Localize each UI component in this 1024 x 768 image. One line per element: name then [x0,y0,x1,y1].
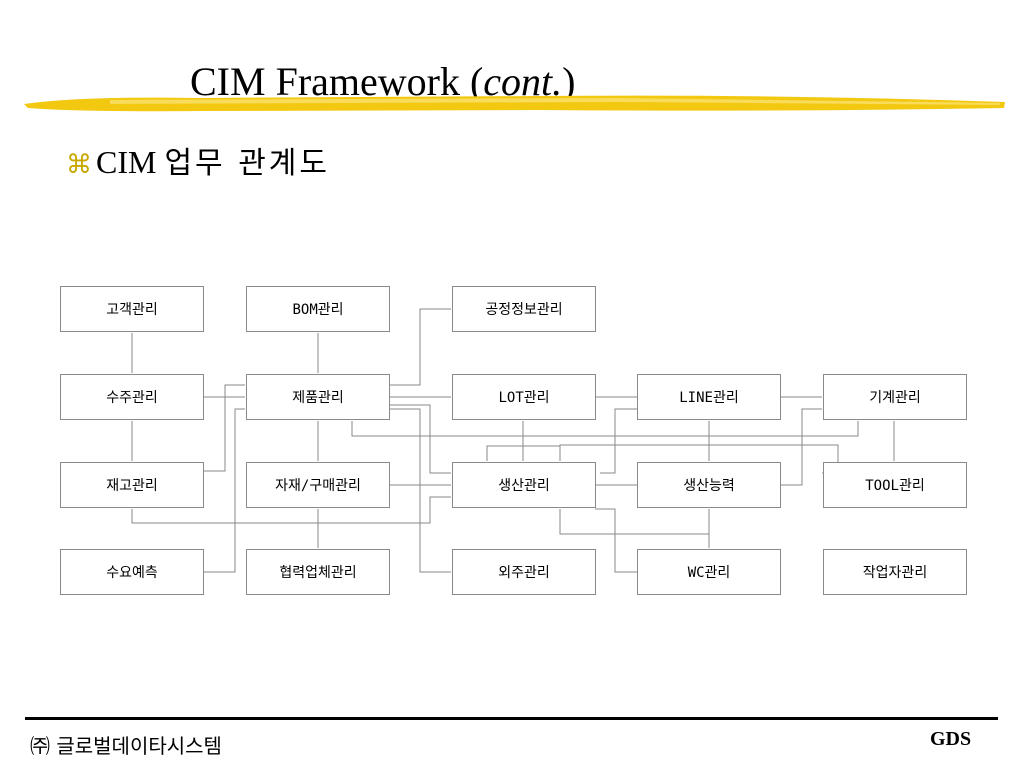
node-capacity: 생산능력 [637,462,781,508]
subtitle-prefix: CIM [96,144,157,180]
node-outsource: 외주관리 [452,549,596,595]
footer-logo-text: GDS [930,728,972,750]
title-underline-brush [24,95,1005,112]
node-wc: WC관리 [637,549,781,595]
node-customer: 고객관리 [60,286,204,332]
node-worker: 작업자관리 [823,549,967,595]
node-production: 생산관리 [452,462,596,508]
node-demand: 수요예측 [60,549,204,595]
node-material: 자재/구매관리 [246,462,390,508]
command-bullet-icon: ⌘ [66,150,92,180]
node-line: LINE관리 [637,374,781,420]
node-product: 제품관리 [246,374,390,420]
node-bom: BOM관리 [246,286,390,332]
node-order: 수주관리 [60,374,204,420]
slide-title: CIM Framework (cont.) [190,58,575,105]
node-lot: LOT관리 [452,374,596,420]
node-process-info: 공정정보관리 [452,286,596,332]
footer-divider [25,717,998,720]
node-inventory: 재고관리 [60,462,204,508]
node-tool: TOOL관리 [823,462,967,508]
title-main: CIM Framework ( [190,59,484,104]
node-partner: 협력업체관리 [246,549,390,595]
footer-company: ㈜ 글로벌데이타시스템 [30,734,222,758]
title-close: ) [562,59,576,104]
node-machine: 기계관리 [823,374,967,420]
subtitle-text: 업무 관계도 [164,146,330,181]
